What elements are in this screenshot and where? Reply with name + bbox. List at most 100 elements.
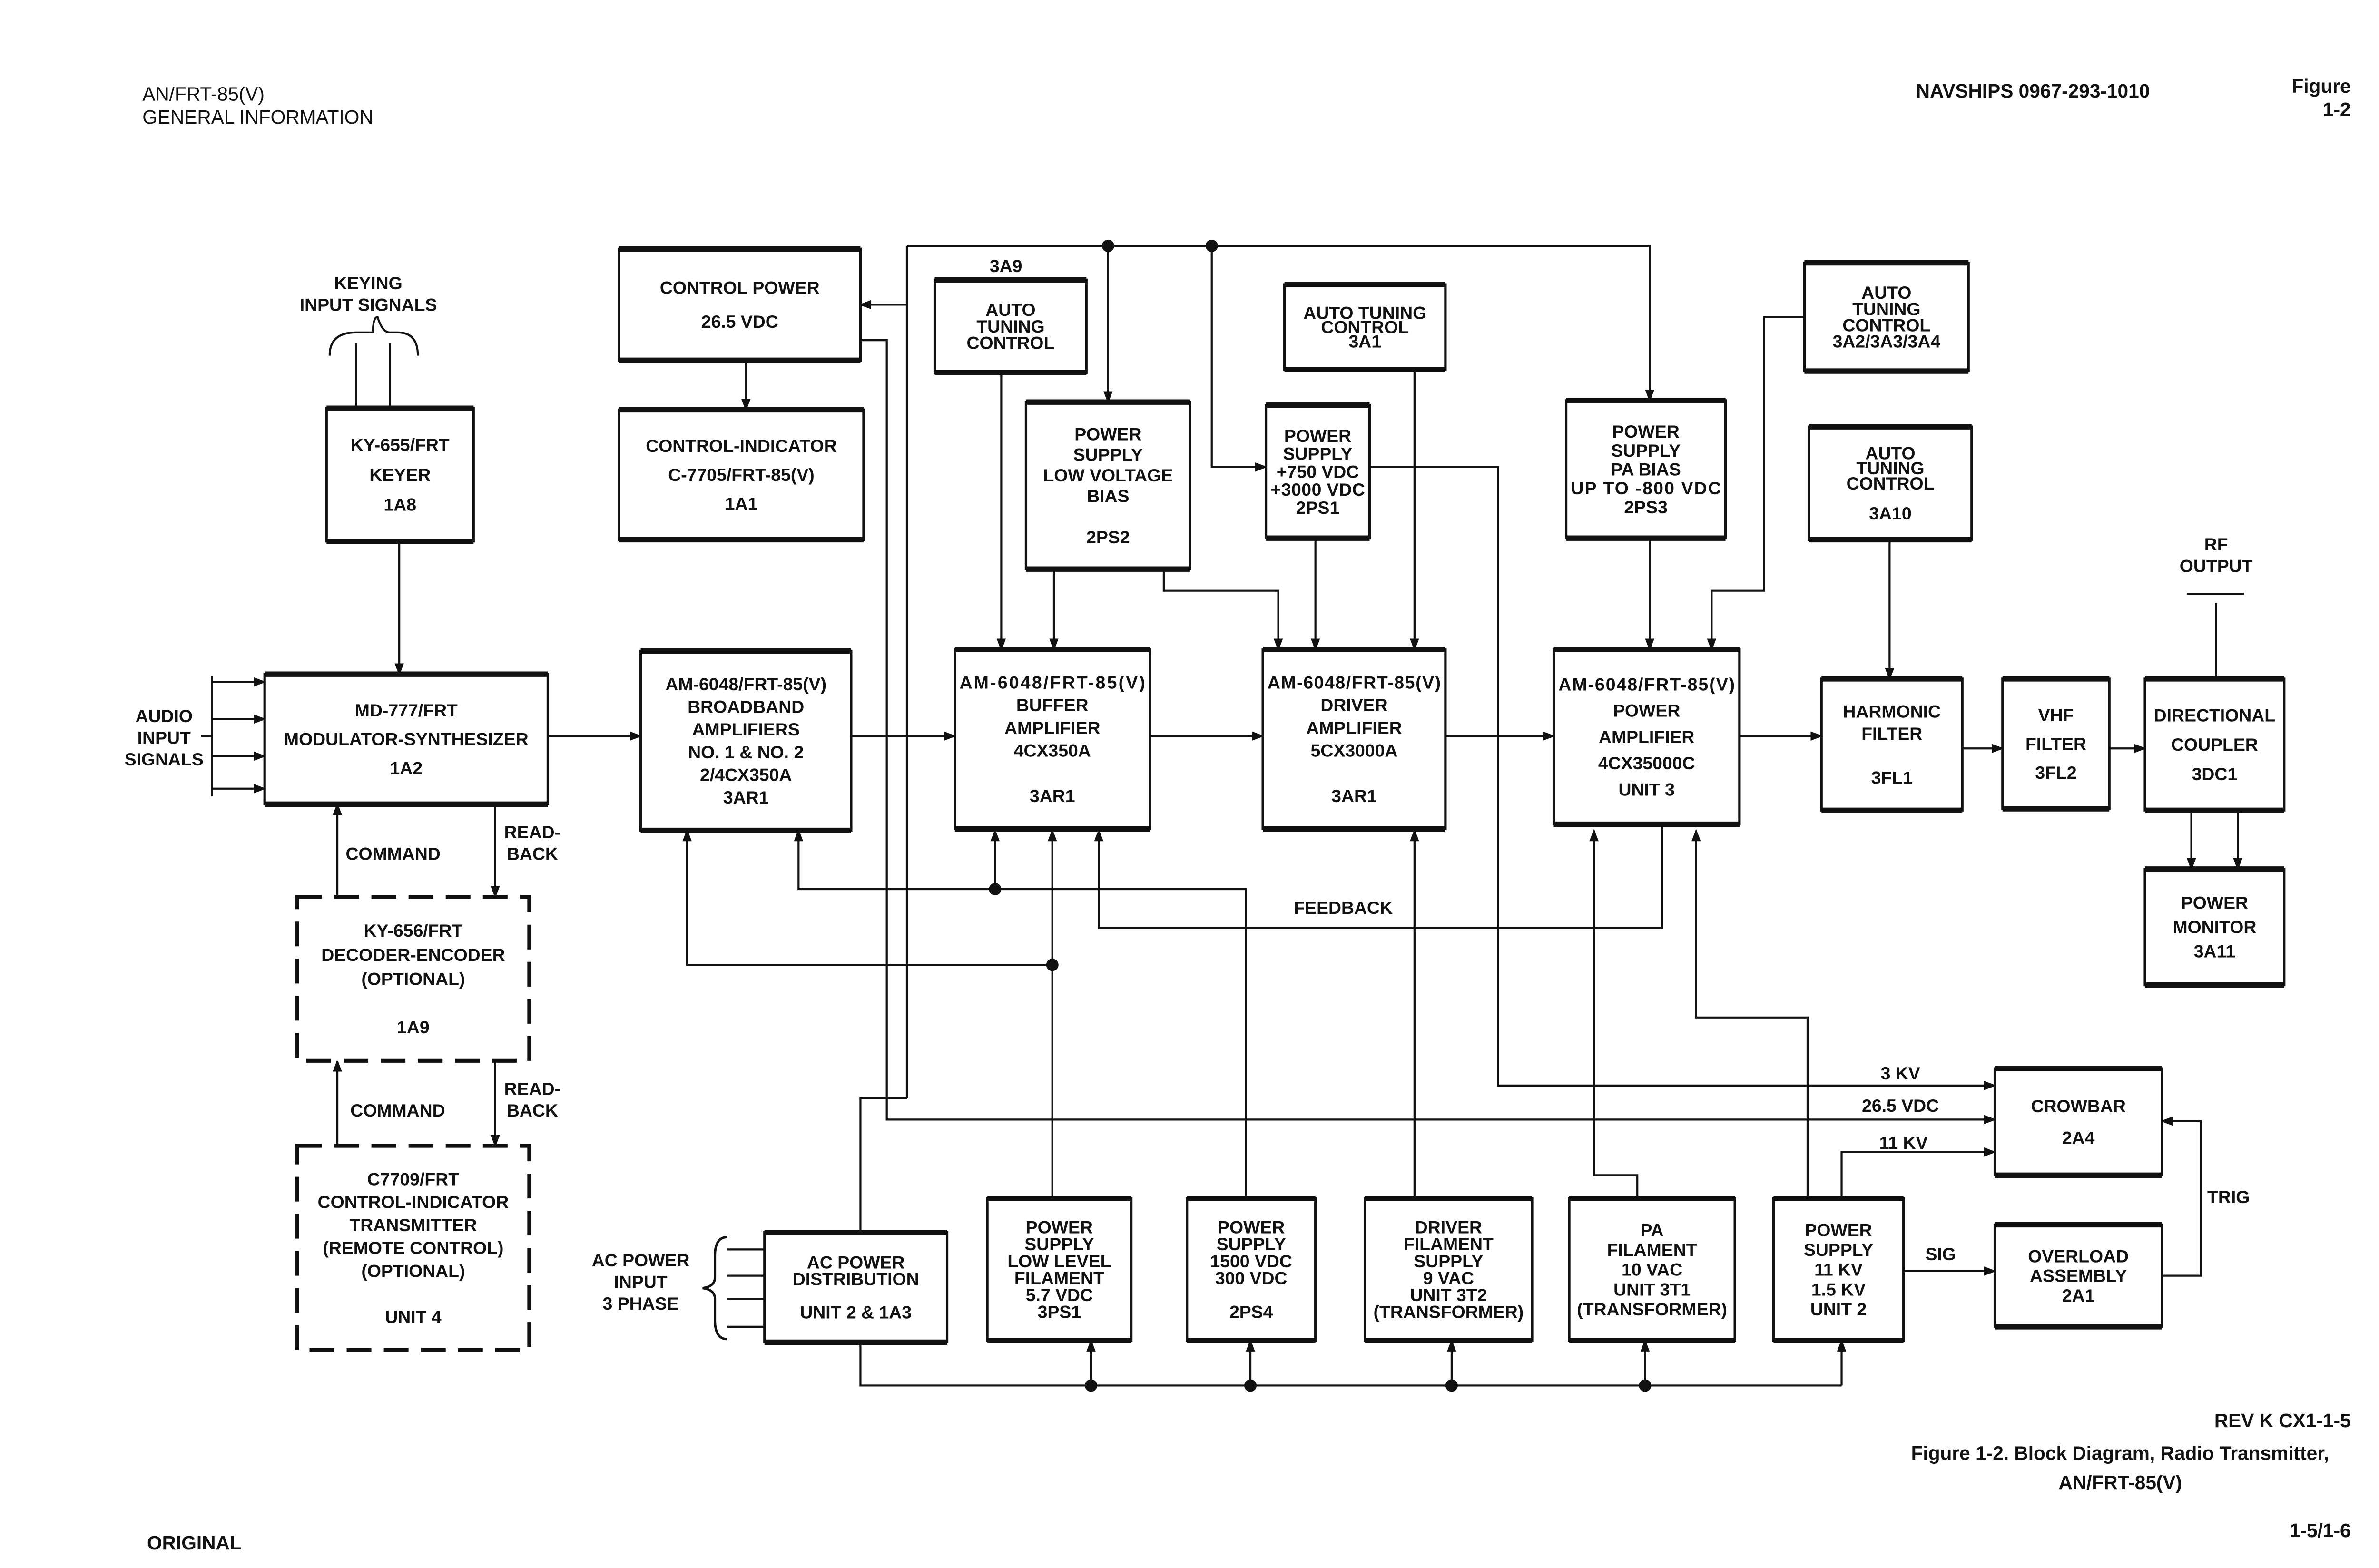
block-text: 1500 VDC (1210, 1251, 1292, 1271)
block-text: AMPLIFIER (1599, 727, 1694, 747)
block-text: FILTER (1861, 724, 1922, 744)
label-kv11: 11 KV (1879, 1133, 1928, 1153)
wire (1094, 824, 1663, 929)
block-text: (OPTIONAL) (361, 969, 465, 989)
block-text: UNIT 3T2 (1410, 1285, 1487, 1305)
label-ac-input: AC POWER (592, 1250, 690, 1270)
block-text: CONTROL (1321, 317, 1409, 337)
block-text: NO. 1 & NO. 2 (688, 742, 804, 762)
block-text: AM-6048/FRT-85(V) (1558, 674, 1735, 694)
block-text: POWER (1805, 1220, 1872, 1240)
block-power-amplifier: AM-6048/FRT-85(V)POWERAMPLIFIER4CX35000C… (1552, 647, 1741, 827)
block-text: 3A10 (1869, 503, 1911, 523)
block-text: TUNING (1852, 299, 1920, 319)
block-text: SUPPLY (1611, 441, 1681, 461)
block-text: CROWBAR (2031, 1096, 2125, 1116)
block-text: 3FL2 (2035, 763, 2076, 783)
label-sig: SIG (1925, 1244, 1956, 1264)
block-text: 4CX350A (1014, 741, 1091, 761)
label-audio: AUDIO (136, 706, 193, 726)
block-broadband: AM-6048/FRT-85(V)BROADBANDAMPLIFIERSNO. … (639, 648, 853, 833)
block-text: 2PS2 (1086, 527, 1130, 547)
block-text: SUPPLY (1414, 1251, 1483, 1271)
block-text: ASSEMBLY (2030, 1266, 2127, 1286)
block-text: BROADBAND (688, 696, 804, 716)
block-text: UNIT 2 (1810, 1299, 1867, 1319)
block-driver: AM-6048/FRT-85(V)DRIVERAMPLIFIER5CX3000A… (1261, 647, 1447, 832)
label-readback-2: READ- (504, 1078, 560, 1098)
block-text: 2PS1 (1296, 498, 1339, 518)
wire (906, 245, 1654, 402)
block-text: UNIT 4 (385, 1307, 442, 1327)
block-text: 2PS3 (1624, 497, 1667, 517)
block-text: POWER (1613, 701, 1680, 721)
block-text: FILAMENT (1404, 1234, 1494, 1254)
label-readback-1: BACK (507, 843, 558, 863)
block-text: AUTO TUNING (1303, 303, 1426, 323)
figure-caption-line2: AN/FRT-85(V) (2058, 1471, 2182, 1493)
block-text: SUPPLY (1073, 445, 1143, 465)
block-text: (REMOTE CONTROL) (323, 1238, 503, 1258)
block-text: FILAMENT (1607, 1240, 1697, 1260)
block-text: AUTO (1865, 443, 1915, 463)
label-command-1: COMMAND (345, 843, 440, 863)
block-text: POWER (1074, 424, 1141, 444)
block-text: 3DC1 (2192, 764, 2238, 784)
block-text: DECODER-ENCODER (321, 945, 505, 965)
wire (1589, 829, 1639, 1199)
label-keying: INPUT SIGNALS (300, 294, 437, 314)
label-trig: TRIG (2207, 1187, 2250, 1207)
block-text: AM-6048/FRT-85(V) (1268, 673, 1441, 693)
block-text: UP TO -800 VDC (1571, 478, 1720, 498)
wire (1707, 316, 1805, 651)
block-text: 1A2 (390, 758, 423, 778)
block-text: POWER (1284, 426, 1351, 446)
block-text: AUTO (1861, 283, 1911, 303)
block-text: 3PS1 (1038, 1302, 1081, 1322)
label-ac-input: INPUT (614, 1272, 667, 1292)
wire (1691, 829, 1809, 1199)
label-keying: KEYING (334, 273, 402, 293)
label-kv3: 3 KV (1881, 1063, 1920, 1083)
block-text: SUPPLY (1804, 1240, 1873, 1260)
block-text: FILAMENT (1014, 1268, 1104, 1288)
label-ac-input: 3 PHASE (603, 1294, 679, 1313)
block-text: PA (1641, 1220, 1664, 1240)
junction-dot (1046, 959, 1059, 971)
block-text: AMPLIFIERS (692, 719, 800, 739)
block-text: BIAS (1087, 486, 1129, 506)
block-text: AMPLIFIER (1306, 718, 1402, 738)
header-doc-number: NAVSHIPS 0967-293-1010 (1916, 80, 2150, 102)
block-buffer: AM-6048/FRT-85(V)BUFFERAMPLIFIER4CX350A3… (954, 647, 1151, 832)
wire (1210, 245, 1268, 472)
footer-original: ORIGINAL (147, 1532, 242, 1554)
block-text: 10 VAC (1622, 1260, 1682, 1280)
wire (1369, 466, 1996, 1090)
block-text: (TRANSFORMER) (1374, 1302, 1524, 1322)
block-text: LOW VOLTAGE (1043, 465, 1173, 485)
block-text: 2A4 (2062, 1128, 2095, 1148)
block-text: TUNING (1856, 458, 1924, 478)
connection-lines (201, 239, 2244, 1392)
block-text: +750 VDC (1277, 461, 1359, 481)
label-audio: INPUT (138, 727, 191, 747)
block-text: PA BIAS (1611, 460, 1681, 480)
block-text: FILTER (2025, 734, 2086, 754)
block-text: SUPPLY (1024, 1234, 1094, 1254)
block-remote-control: C7709/FRTCONTROL-INDICATORTRANSMITTER(RE… (295, 1144, 531, 1352)
block-text: 26.5 VDC (701, 312, 778, 332)
wire (860, 339, 1996, 1125)
block-text: SUPPLY (1217, 1234, 1286, 1254)
label-readback-1: READ- (504, 822, 560, 842)
